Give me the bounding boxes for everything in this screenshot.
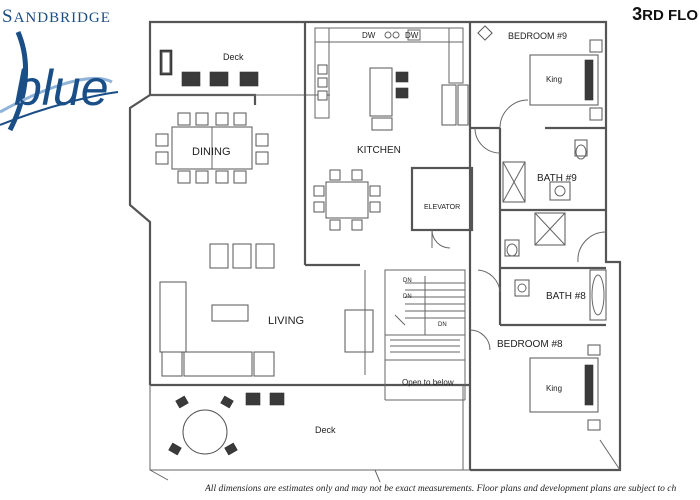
- living-furniture: [159, 243, 374, 377]
- bedroom8-furniture: [469, 329, 601, 431]
- bath9-fixtures: [474, 127, 588, 203]
- outer-walls: [128, 20, 622, 472]
- brand-logo: blue: [0, 31, 119, 132]
- stairs-dn-2: DN: [403, 294, 412, 300]
- label-open-below: Open to below: [402, 378, 454, 387]
- stairs: DN DN DN: [390, 276, 465, 353]
- bath8-fixtures: [477, 212, 607, 321]
- top-deck-furniture: [159, 49, 259, 87]
- brand-rest: ANDBRIDGE: [13, 10, 111, 26]
- kitchen-table: [313, 169, 381, 231]
- brand-wordmark: SANDBRIDGE: [2, 6, 111, 28]
- kitchen-counters: DW DW: [314, 27, 469, 131]
- label-bedroom8: BEDROOM #8: [497, 339, 563, 350]
- stairs-dn-3: DN: [438, 322, 447, 328]
- floor-title: 3RD FLO: [632, 4, 698, 25]
- label-kitchen: KITCHEN: [357, 145, 401, 156]
- dishwasher-1: DW: [362, 31, 376, 40]
- room-labels: Deck DINING KITCHEN BEDROOM #9 King BATH…: [192, 31, 586, 435]
- brand-script: blue: [14, 60, 109, 116]
- brand-prefix: S: [2, 6, 14, 27]
- label-bath8: BATH #8: [546, 291, 586, 302]
- label-deck-top: Deck: [223, 52, 244, 62]
- bedroom9-furniture: [477, 25, 603, 129]
- floor-prefix: 3: [632, 4, 643, 24]
- label-living: LIVING: [268, 315, 304, 327]
- elevator-door: [431, 229, 451, 249]
- label-king-top: King: [546, 75, 562, 84]
- dining-table: [155, 112, 269, 184]
- floor-rest: RD FLO: [642, 7, 698, 24]
- disclaimer: All dimensions are estimates only and ma…: [205, 484, 677, 494]
- dishwasher-2: DW: [405, 31, 419, 40]
- label-king-bottom: King: [546, 384, 562, 393]
- label-dining: DINING: [192, 146, 231, 158]
- bottom-deck-furniture: [149, 392, 381, 483]
- label-deck-bottom: Deck: [315, 425, 336, 435]
- label-bedroom9: BEDROOM #9: [508, 31, 567, 41]
- stairs-dn-1: DN: [403, 278, 412, 284]
- label-elevator: ELEVATOR: [424, 204, 460, 211]
- label-bath9: BATH #9: [537, 173, 577, 184]
